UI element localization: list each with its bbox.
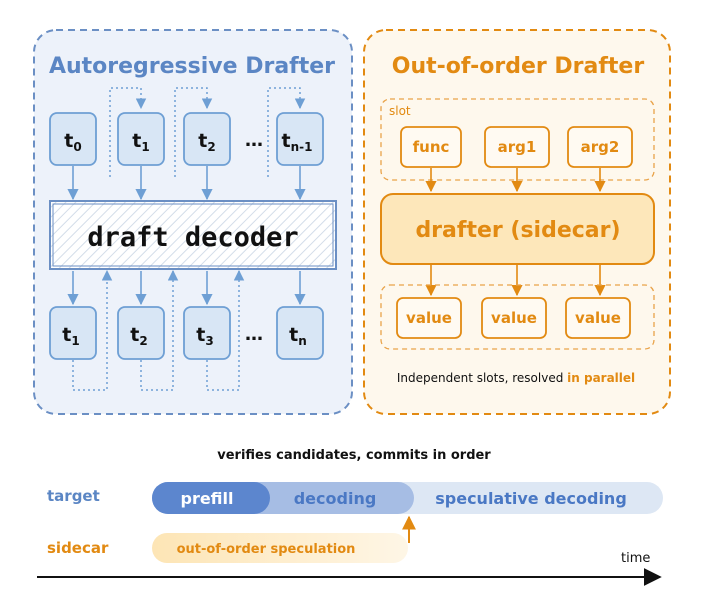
slot-box-arg1: arg1: [484, 126, 550, 168]
out-of-order-speculation-segment: [152, 533, 408, 563]
svg-text:t2: t2: [198, 130, 215, 154]
out-of-order-speculation-label: out-of-order speculation: [177, 542, 356, 557]
input-token: t1: [117, 112, 165, 166]
drafter-sidecar: drafter (sidecar): [380, 193, 655, 265]
svg-text:arg1: arg1: [498, 138, 537, 156]
slot-label: slot: [389, 104, 411, 118]
sidecar-timeline-bar: out-of-order speculation: [152, 533, 408, 563]
output-token: tn: [276, 306, 324, 360]
output-ellipsis: …: [245, 324, 263, 345]
draft-decoder-label: draft decoder: [87, 222, 298, 253]
drafter-label: drafter (sidecar): [415, 218, 620, 243]
value-arrows: [425, 265, 606, 297]
svg-text:value: value: [575, 309, 621, 327]
target-timeline-bar: prefill decoding speculative decoding: [152, 482, 663, 514]
output-token-row: t1 t2 t3 … tn: [49, 306, 324, 360]
sidecar-row-label: sidecar: [47, 539, 109, 557]
slot-box-arg2: arg2: [567, 126, 633, 168]
svg-text:t1: t1: [132, 130, 149, 154]
output-token: t1: [49, 306, 97, 360]
input-token: t0: [49, 112, 97, 166]
svg-text:arg2: arg2: [581, 138, 620, 156]
timeline-caption: verifies candidates, commits in order: [217, 448, 491, 463]
slot-row: func arg1 arg2: [400, 126, 633, 168]
parallel-caption: Independent slots, resolved in parallel: [397, 371, 635, 385]
svg-text:t3: t3: [196, 324, 213, 348]
autoregressive-title: Autoregressive Drafter: [49, 54, 335, 79]
value-box: value: [481, 297, 547, 339]
value-row: value value value: [396, 297, 631, 339]
input-arrows: [67, 166, 306, 201]
input-ellipsis: …: [245, 130, 263, 151]
value-box: value: [565, 297, 631, 339]
slot-group: [380, 98, 655, 181]
slot-arrows: [425, 168, 606, 193]
value-box: value: [396, 297, 462, 339]
speculative-decoding-label: speculative decoding: [435, 489, 627, 508]
output-arrows: [67, 271, 306, 306]
input-token: tn-1: [276, 112, 324, 166]
svg-text:func: func: [413, 138, 450, 156]
svg-text:t2: t2: [130, 324, 147, 348]
target-row-label: target: [47, 487, 100, 505]
svg-text:t1: t1: [62, 324, 79, 348]
svg-text:value: value: [491, 309, 537, 327]
output-token: t3: [183, 306, 231, 360]
time-axis-label: time: [621, 551, 650, 566]
value-group: [380, 284, 655, 350]
svg-text:tn: tn: [289, 324, 307, 348]
slot-box-func: func: [400, 126, 462, 168]
input-token-row: t0 t1 t2 … tn-1: [49, 112, 324, 166]
decoding-label: decoding: [294, 489, 377, 508]
svg-text:tn-1: tn-1: [282, 130, 313, 154]
draft-decoder: draft decoder: [49, 200, 337, 270]
out-of-order-title: Out-of-order Drafter: [392, 54, 645, 79]
input-token: t2: [183, 112, 231, 166]
svg-text:t0: t0: [64, 130, 81, 154]
prefill-segment: [152, 482, 270, 514]
prefill-label: prefill: [180, 489, 233, 508]
top-feedback-loops: [109, 87, 306, 177]
svg-text:value: value: [406, 309, 452, 327]
output-token: t2: [117, 306, 165, 360]
bottom-feedback-loops: [72, 269, 245, 391]
